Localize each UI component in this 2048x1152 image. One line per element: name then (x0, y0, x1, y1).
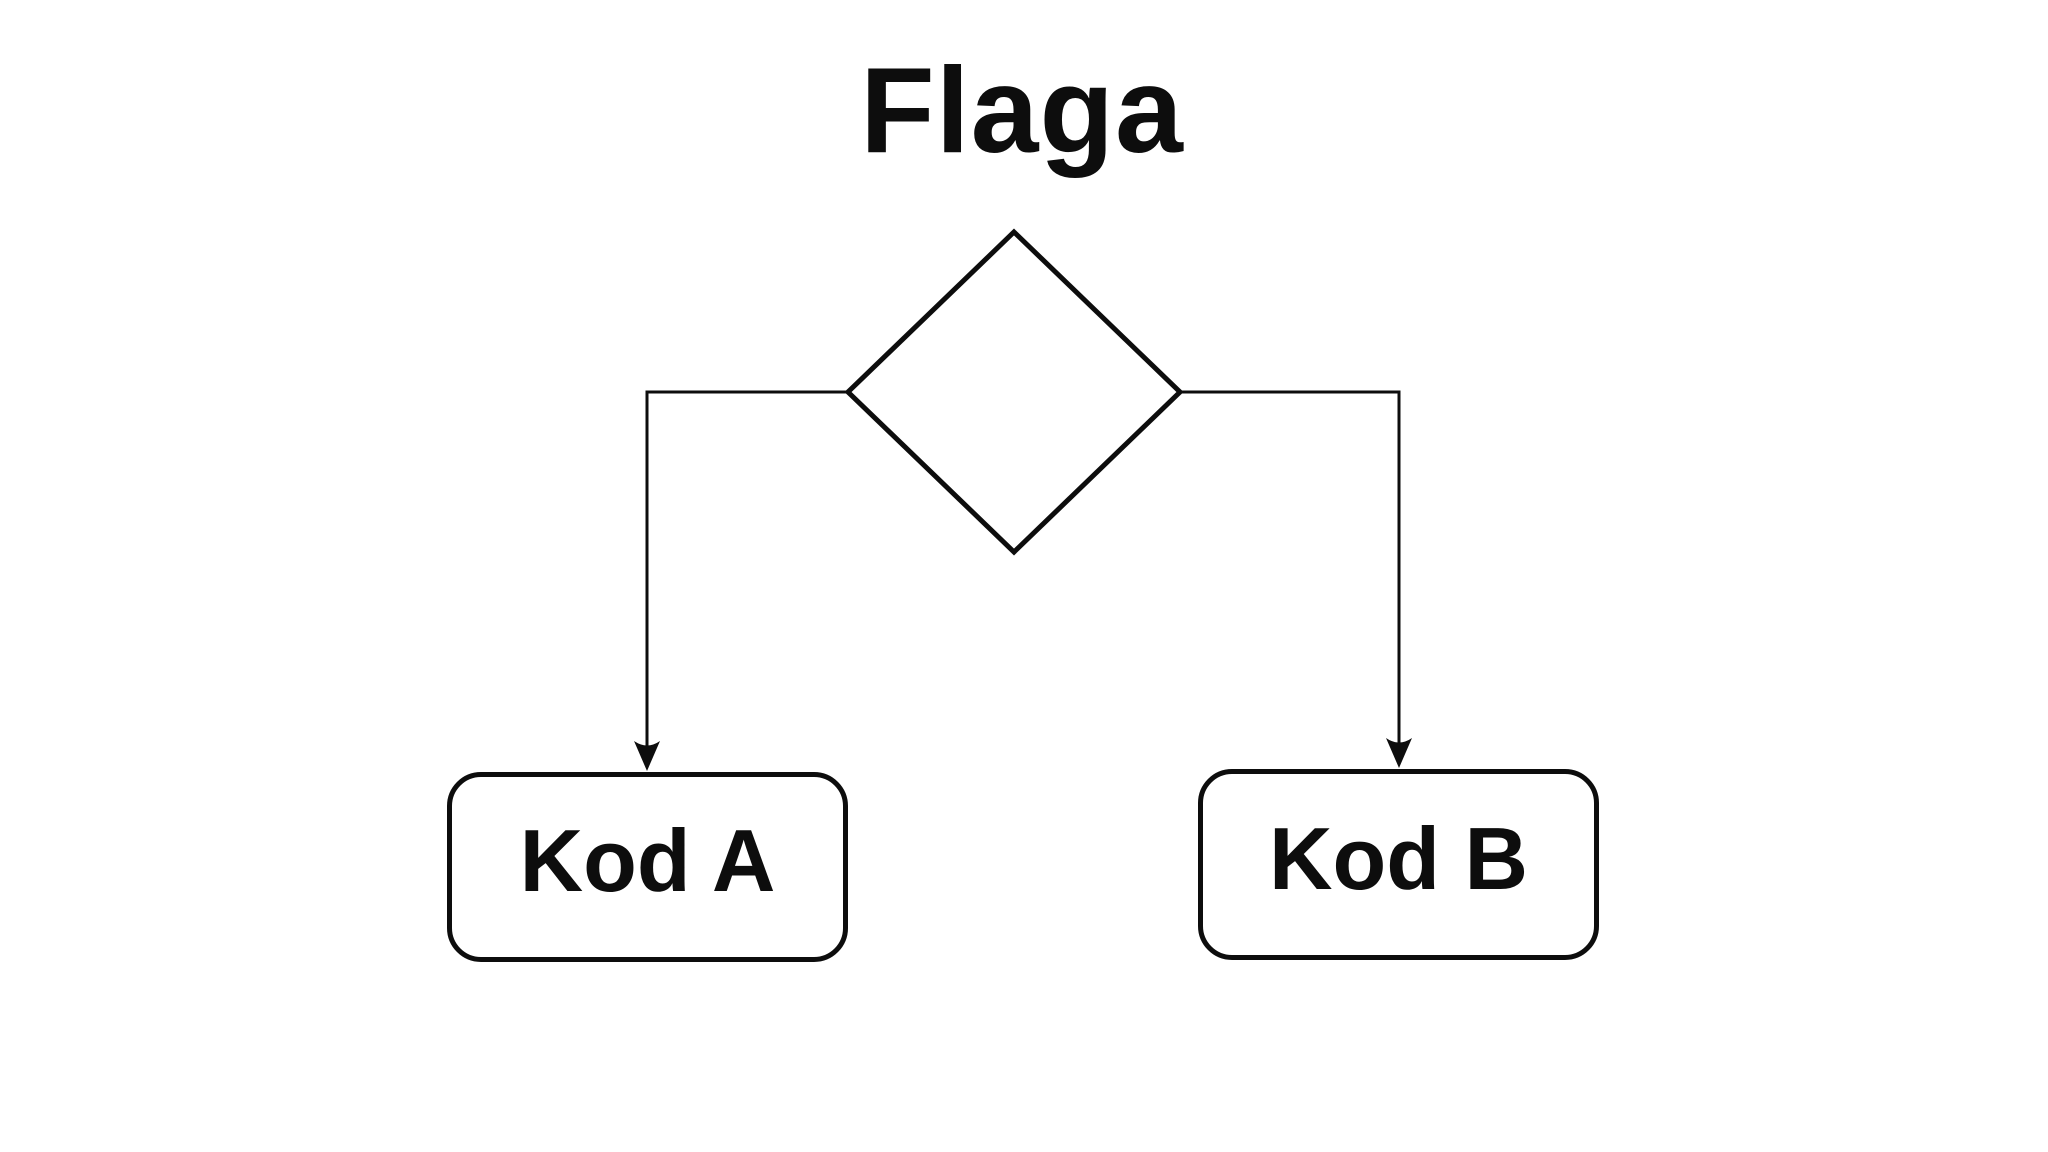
decision-diamond (844, 228, 1184, 556)
diagram-title: Flaga (860, 42, 1184, 178)
arrowhead-down-left-icon (634, 741, 660, 771)
node-kod-a: Kod A (447, 772, 848, 962)
node-kod-b-label: Kod B (1268, 808, 1529, 908)
node-kod-b: Kod B (1198, 769, 1599, 960)
arrowhead-down-right-icon (1386, 738, 1412, 768)
connector-right (1180, 390, 1401, 745)
node-kod-a-label: Kod A (519, 811, 776, 910)
connector-left (645, 390, 848, 748)
